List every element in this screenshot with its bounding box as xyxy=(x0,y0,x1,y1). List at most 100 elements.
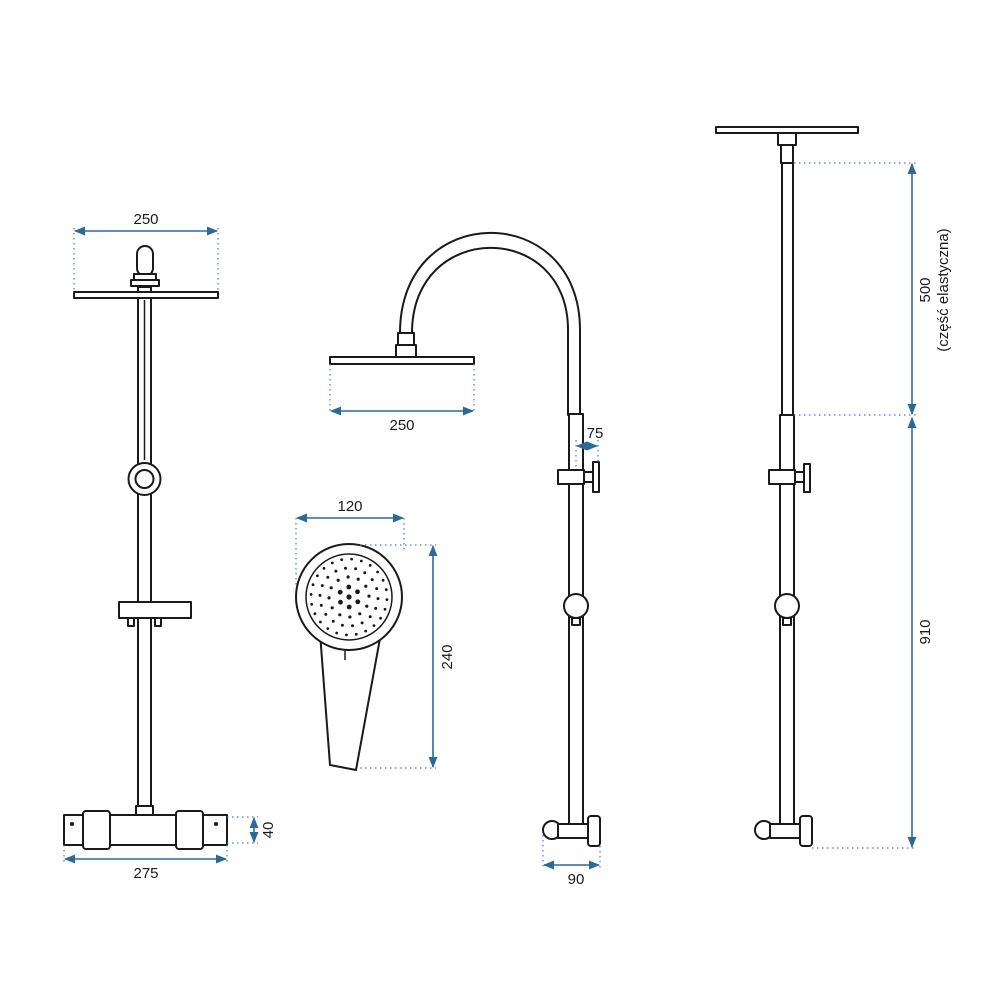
dimension-label-hand-length: 240 xyxy=(439,644,456,669)
side-view xyxy=(329,231,601,847)
hand-shower-nozzles xyxy=(309,557,389,637)
nozzle-dot xyxy=(360,621,364,625)
nozzle-dot xyxy=(376,570,379,574)
front-rain-head-plate xyxy=(73,291,219,299)
dimension-side-head-width: 250 xyxy=(329,364,475,434)
dimension-wall-offset: 90 xyxy=(542,835,601,888)
nozzle-dot xyxy=(346,594,352,600)
profile-head-connector xyxy=(777,132,797,164)
hand-shower-head xyxy=(295,543,403,651)
nozzle-dot xyxy=(350,557,353,561)
side-slider xyxy=(563,593,589,626)
profile-view xyxy=(715,126,859,847)
dimension-label-mixer-width: 275 xyxy=(133,865,158,882)
dimension-holder-offset: 75 xyxy=(575,425,604,470)
profile-flexible-section xyxy=(781,162,794,416)
nozzle-dot xyxy=(355,599,361,605)
nozzle-dot xyxy=(367,594,371,598)
nozzle-dot xyxy=(364,584,368,588)
dimension-front-head-width: 250 xyxy=(73,211,219,292)
dimension-label-hand-head-width: 120 xyxy=(337,498,362,515)
nozzle-dot xyxy=(330,606,334,610)
dimension-label-holder-offset: 75 xyxy=(587,425,604,442)
profile-hand-shower-holder xyxy=(768,463,811,493)
nozzle-dot xyxy=(385,598,389,601)
side-hand-shower-holder xyxy=(557,461,600,493)
nozzle-dot xyxy=(326,575,330,579)
nozzle-dot xyxy=(338,599,343,605)
nozzle-dot xyxy=(345,633,348,637)
hand-shower-handle xyxy=(319,632,382,771)
dimension-label-lower-length: 910 xyxy=(917,619,934,644)
nozzle-dot xyxy=(354,567,358,571)
nozzle-dot xyxy=(379,616,382,620)
nozzle-dot xyxy=(309,593,313,596)
nozzle-dot xyxy=(334,569,338,573)
nozzle-dot xyxy=(354,632,358,636)
nozzle-dot xyxy=(364,629,368,633)
front-rail xyxy=(137,286,152,816)
nozzle-dot xyxy=(365,604,369,608)
nozzle-dot xyxy=(319,620,322,624)
dimension-mixer-height: 40 xyxy=(227,816,277,844)
front-slider-ring xyxy=(127,462,162,496)
dimension-label-flexible-note: (część elastyczna) xyxy=(935,228,952,351)
front-view xyxy=(63,245,228,850)
side-wall-mount xyxy=(542,815,601,847)
side-gooseneck-arm xyxy=(399,231,581,416)
dimension-label-front-head-width: 250 xyxy=(133,211,158,228)
front-thermostatic-mixer xyxy=(63,805,228,850)
nozzle-dot xyxy=(356,577,360,581)
dimension-flexible-length: 500 (część elastyczna) xyxy=(794,162,952,416)
nozzle-dot xyxy=(346,575,350,579)
side-head-connector xyxy=(395,332,417,358)
nozzle-dot xyxy=(384,588,388,592)
nozzle-dot xyxy=(374,606,378,610)
nozzle-dot xyxy=(316,574,319,578)
nozzle-dot xyxy=(346,584,352,590)
nozzle-dot xyxy=(346,604,352,610)
front-soap-shelf xyxy=(118,601,192,627)
nozzle-dot xyxy=(326,627,330,630)
nozzle-dot xyxy=(337,589,343,595)
front-head-connector xyxy=(130,245,160,287)
dimension-label-flexible-length: 500 xyxy=(917,277,934,302)
nozzle-dot xyxy=(340,623,344,627)
nozzle-dot xyxy=(319,603,323,607)
nozzle-dot xyxy=(368,564,372,567)
nozzle-dot xyxy=(311,583,315,587)
nozzle-dot xyxy=(331,619,335,623)
nozzle-dot xyxy=(335,631,339,635)
nozzle-dot xyxy=(327,596,331,600)
nozzle-dot xyxy=(344,566,347,570)
nozzle-dot xyxy=(383,607,387,611)
nozzle-dot xyxy=(313,612,317,616)
nozzle-dot xyxy=(324,612,328,616)
nozzle-dot xyxy=(338,613,342,617)
dimension-label-mixer-height: 40 xyxy=(260,822,277,839)
nozzle-dot xyxy=(372,624,376,627)
hand-shower xyxy=(295,543,403,771)
dimension-hand-head-width: 120 xyxy=(295,498,405,588)
nozzle-dot xyxy=(329,586,333,590)
profile-wall-mount xyxy=(754,815,813,847)
nozzle-dot xyxy=(355,589,360,595)
nozzle-dot xyxy=(351,624,354,628)
dimension-mixer-width: 275 xyxy=(63,845,228,882)
nozzle-dot xyxy=(363,571,367,575)
nozzle-dot xyxy=(318,593,322,597)
nozzle-dot xyxy=(370,578,374,582)
profile-slider xyxy=(774,593,800,626)
nozzle-dot xyxy=(310,602,314,606)
nozzle-dot xyxy=(322,567,326,570)
dimension-lower-length: 910 xyxy=(812,416,934,849)
nozzle-dot xyxy=(336,578,340,582)
nozzle-dot xyxy=(381,578,385,582)
nozzle-dot xyxy=(330,561,334,565)
nozzle-dot xyxy=(359,559,363,563)
dimension-hand-length: 240 xyxy=(360,544,456,769)
nozzle-dot xyxy=(368,615,372,619)
nozzle-dot xyxy=(340,558,344,562)
nozzle-dot xyxy=(376,597,380,601)
